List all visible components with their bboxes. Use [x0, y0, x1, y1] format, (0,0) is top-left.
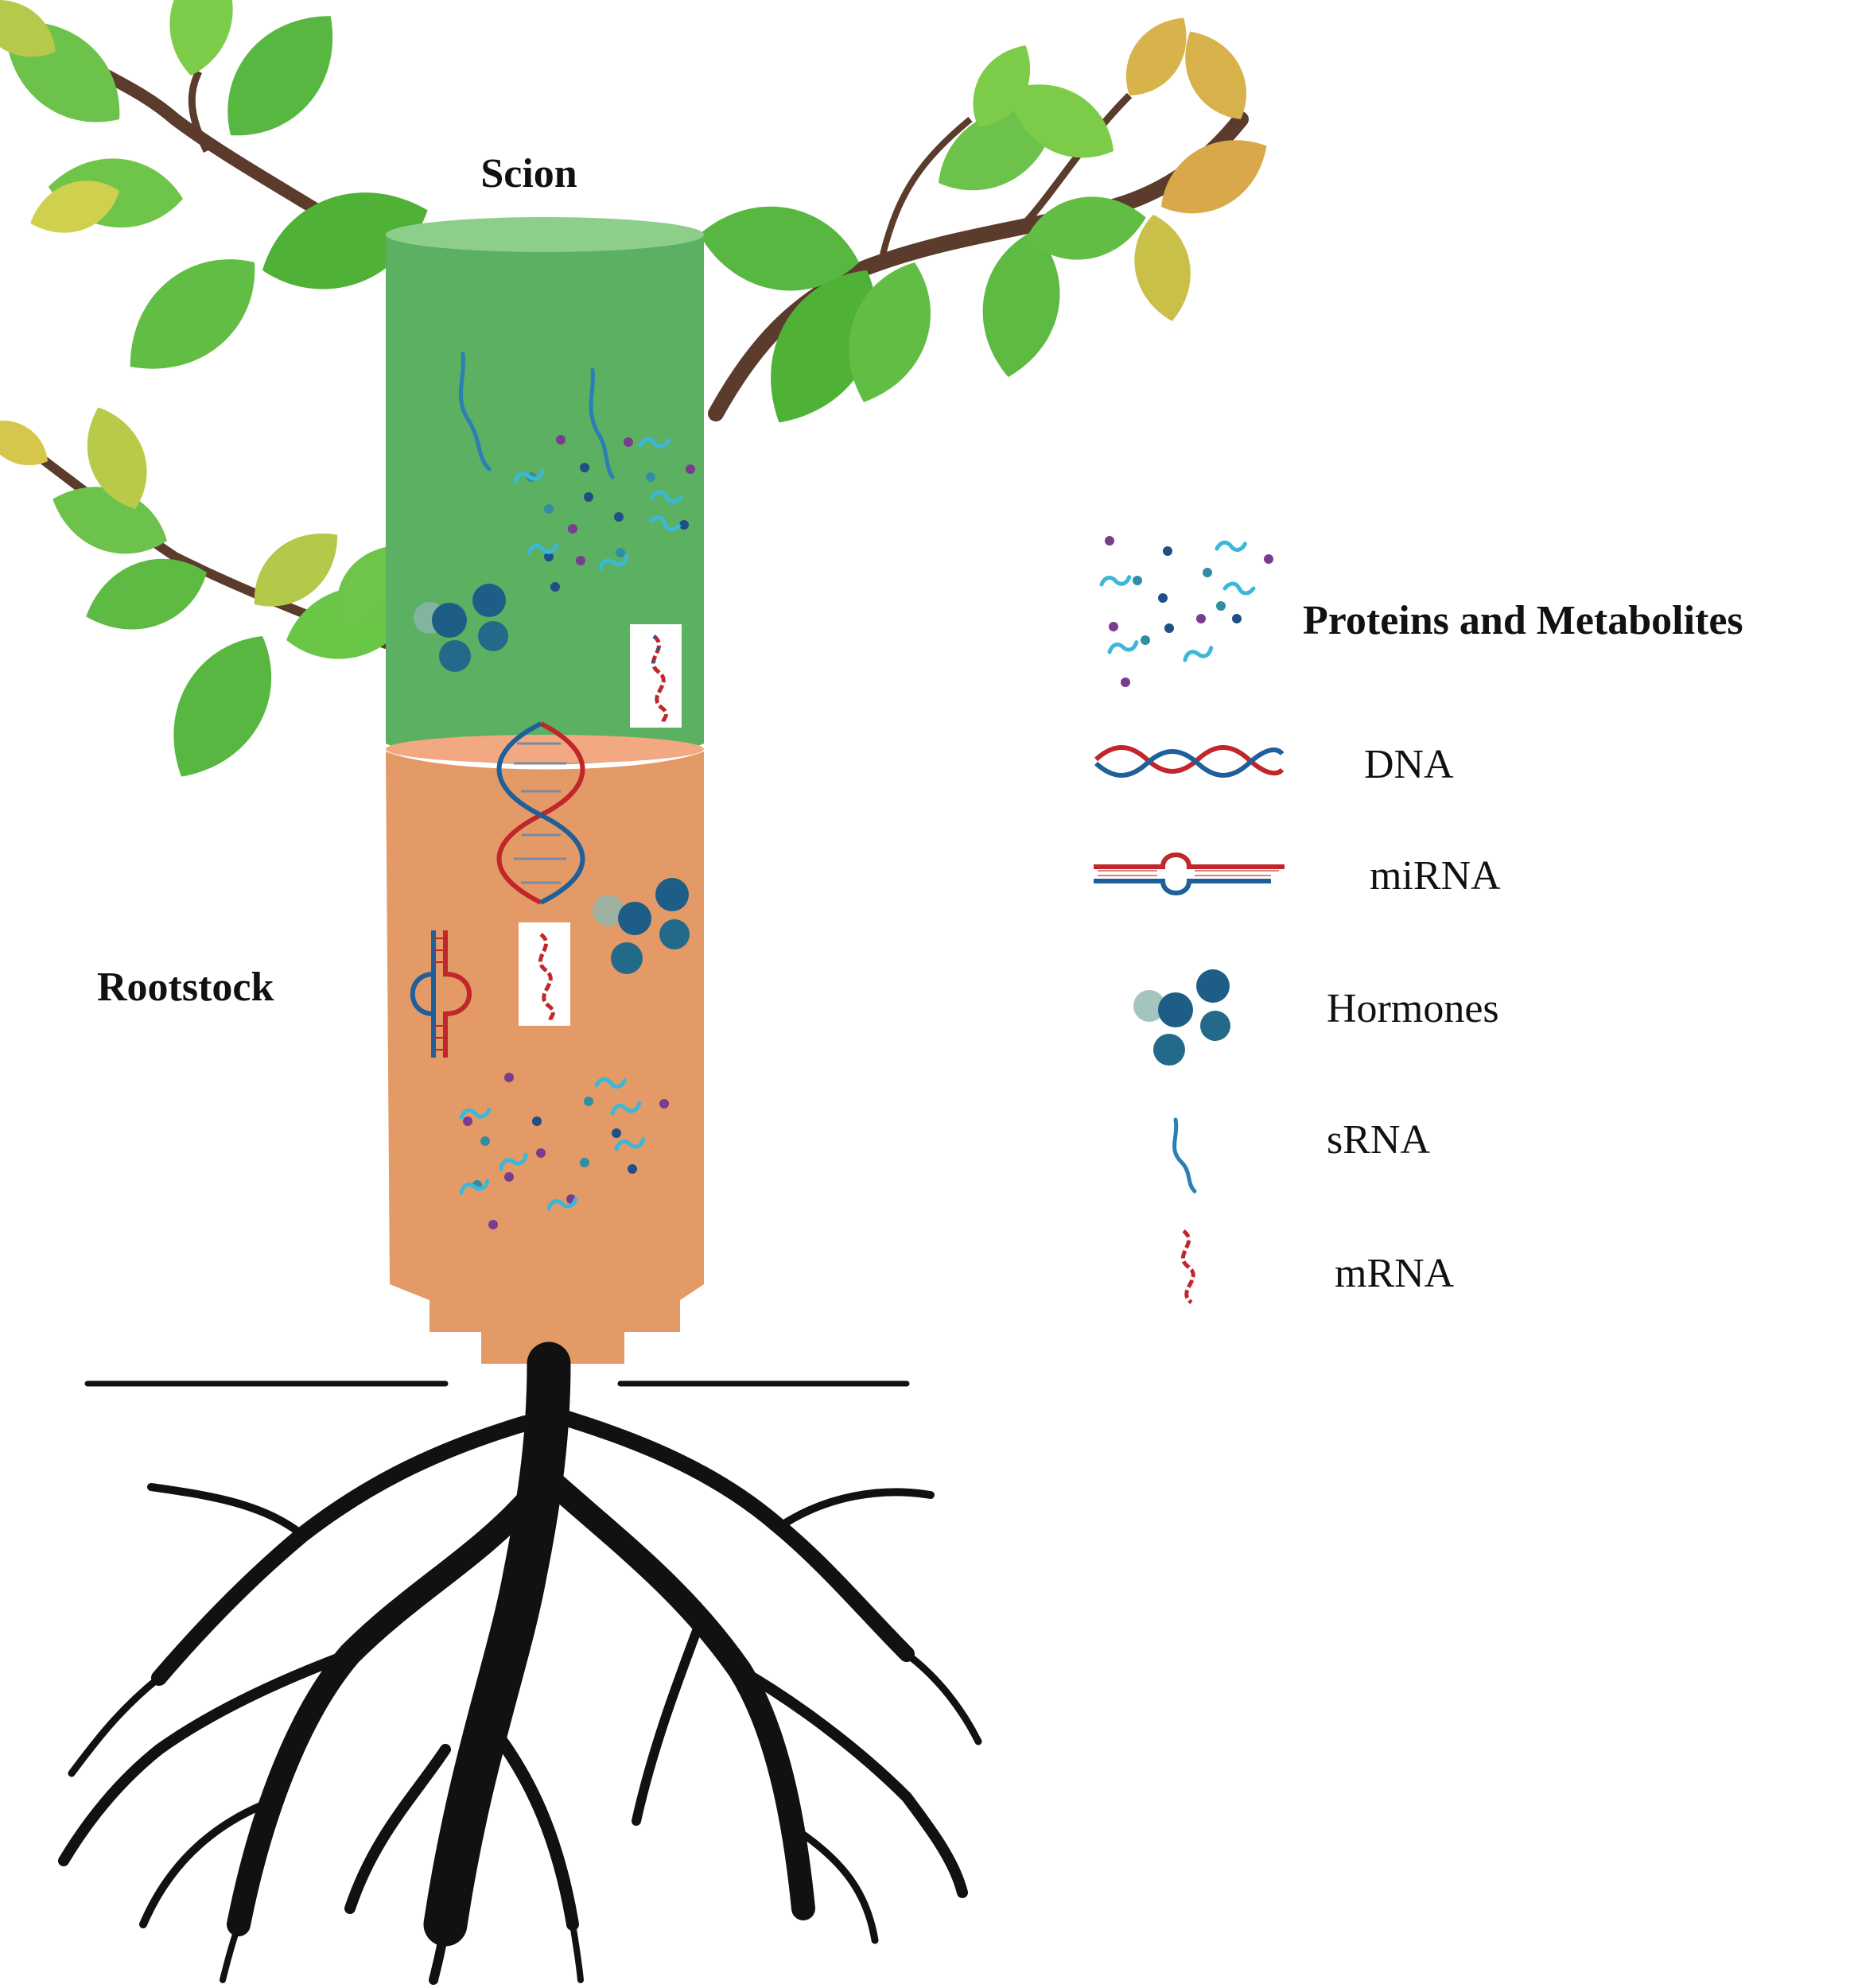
- hormones-spheres-icon: [1133, 969, 1230, 1066]
- legend-label-hormones: Hormones: [1327, 986, 1499, 1031]
- scion-mrna-card: [630, 624, 682, 728]
- mirna-hairpin-icon: [1094, 852, 1285, 895]
- legend-label-srna: sRNA: [1327, 1117, 1430, 1163]
- rootstock-mrna-card: [519, 922, 570, 1026]
- rootstock-proteins-metabolites: [459, 1073, 669, 1229]
- legend: Proteins and Metabolites DNA miRNA Hormo…: [1094, 536, 1743, 1304]
- dna-double-helix-icon: [1094, 745, 1285, 778]
- scion-proteins-metabolites: [514, 435, 695, 592]
- left-lower-branch: [0, 398, 426, 798]
- srna-squiggle-icon: [1172, 1117, 1197, 1194]
- rootstock-label: Rootstock: [97, 965, 274, 1010]
- graft-dna-helix: [496, 721, 585, 905]
- legend-label-dna: DNA: [1364, 742, 1454, 787]
- rootstock-hormones: [593, 878, 690, 974]
- scion-srna-strands: [458, 351, 615, 480]
- legend-label-mirna: miRNA: [1370, 853, 1501, 899]
- scion-section: [386, 217, 704, 765]
- right-branch: [692, 4, 1282, 445]
- legend-label-mrna: mRNA: [1335, 1251, 1455, 1296]
- proteins-metabolites-cluster-icon: [1100, 536, 1273, 687]
- scion-hormones: [414, 584, 508, 672]
- rootstock-mirna: [410, 930, 472, 1058]
- legend-label-proteins-metabolites: Proteins and Metabolites: [1303, 598, 1743, 643]
- scion-label: Scion: [480, 151, 577, 196]
- rootstock-section: [386, 751, 704, 1364]
- root-system: [58, 1342, 982, 1985]
- mrna-squiggle-icon: [1181, 1229, 1195, 1304]
- left-upper-branch: [0, 0, 443, 398]
